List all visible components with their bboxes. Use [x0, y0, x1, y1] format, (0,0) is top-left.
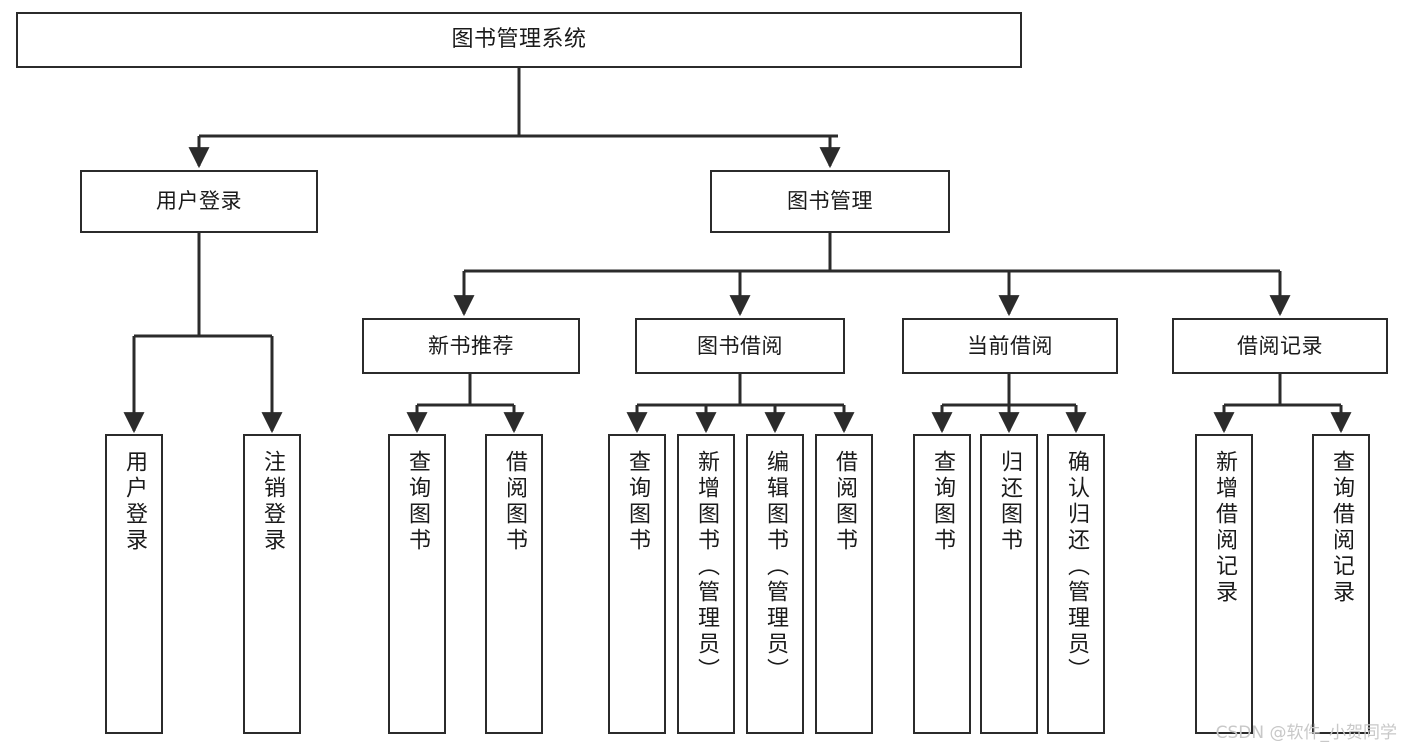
node-label: 图书借阅 [697, 333, 783, 358]
node-label: 编辑图书（管理员） [763, 450, 788, 684]
leaf-current-query-book[interactable]: 查询图书 [913, 434, 971, 734]
node-label: 查询图书 [405, 450, 430, 554]
leaf-borrow-edit-book-admin[interactable]: 编辑图书（管理员） [746, 434, 804, 734]
node-label: 新增借阅记录 [1212, 450, 1237, 606]
node-root-book-management-system[interactable]: 图书管理系统 [16, 12, 1022, 68]
node-label: 新书推荐 [428, 333, 514, 358]
leaf-current-confirm-return-admin[interactable]: 确认归还（管理员） [1047, 434, 1105, 734]
node-current-borrow[interactable]: 当前借阅 [902, 318, 1118, 374]
watermark: CSDN @软件_小贺同学 [1215, 723, 1397, 743]
node-book-borrow[interactable]: 图书借阅 [635, 318, 845, 374]
node-label: 当前借阅 [967, 333, 1053, 358]
leaf-record-query-record[interactable]: 查询借阅记录 [1312, 434, 1370, 734]
node-label: 用户登录 [156, 189, 242, 214]
node-new-book-recommend[interactable]: 新书推荐 [362, 318, 580, 374]
node-label: 确认归还（管理员） [1064, 450, 1089, 684]
node-user-login[interactable]: 用户登录 [80, 170, 318, 233]
node-book-management[interactable]: 图书管理 [710, 170, 950, 233]
node-borrow-record[interactable]: 借阅记录 [1172, 318, 1388, 374]
node-label: 图书管理 [787, 189, 873, 214]
leaf-recommend-query-book[interactable]: 查询图书 [388, 434, 446, 734]
leaf-borrow-borrow-book[interactable]: 借阅图书 [815, 434, 873, 734]
node-label: 查询图书 [930, 450, 955, 554]
node-label: 查询借阅记录 [1329, 450, 1354, 606]
node-label: 新增图书（管理员） [694, 450, 719, 684]
leaf-current-return-book[interactable]: 归还图书 [980, 434, 1038, 734]
leaf-borrow-query-book[interactable]: 查询图书 [608, 434, 666, 734]
leaf-borrow-add-book-admin[interactable]: 新增图书（管理员） [677, 434, 735, 734]
leaf-user-login-login[interactable]: 用户登录 [105, 434, 163, 734]
node-label: 归还图书 [997, 450, 1022, 554]
node-label: 用户登录 [122, 450, 147, 554]
node-label: 借阅图书 [502, 450, 527, 554]
leaf-recommend-borrow-book[interactable]: 借阅图书 [485, 434, 543, 734]
node-label: 借阅图书 [832, 450, 857, 554]
node-label: 注销登录 [260, 450, 285, 554]
node-label: 图书管理系统 [451, 27, 587, 53]
node-label: 借阅记录 [1237, 333, 1323, 358]
leaf-user-login-logout[interactable]: 注销登录 [243, 434, 301, 734]
node-label: 查询图书 [625, 450, 650, 554]
leaf-record-add-record[interactable]: 新增借阅记录 [1195, 434, 1253, 734]
